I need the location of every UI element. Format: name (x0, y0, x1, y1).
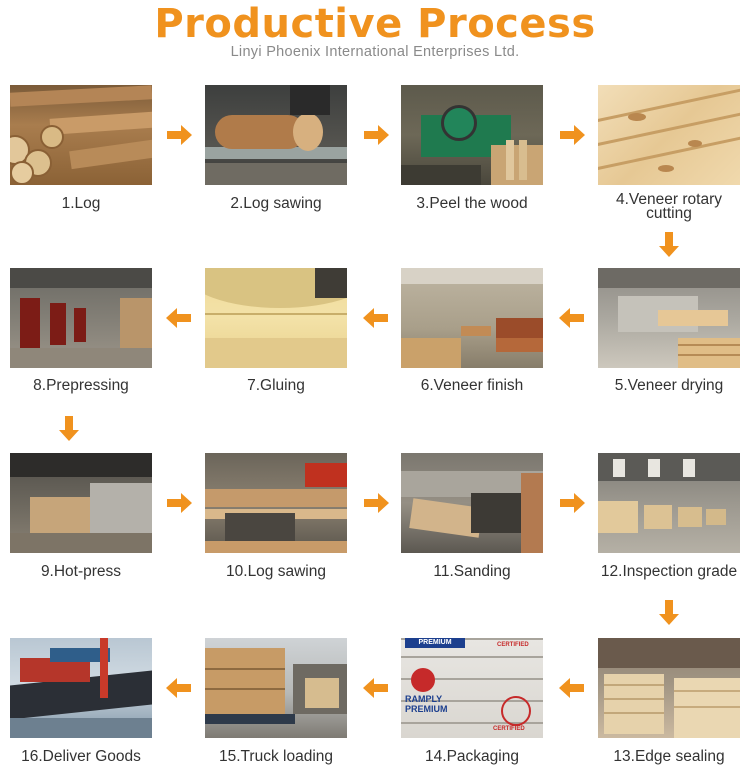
step-log-photo (10, 85, 152, 185)
step-label: 11.Sanding (433, 563, 511, 580)
arrow-down-icon (659, 600, 679, 625)
packaging-certified-top: CERTIFIED (497, 642, 529, 648)
step-label: 16.Deliver Goods (21, 748, 141, 765)
step-veneer-drying-photo (598, 268, 740, 368)
arrow-left-icon (363, 678, 388, 698)
step-label: 3.Peel the wood (416, 195, 528, 212)
step-truck-loading-photo (205, 638, 347, 738)
step-label: 14.Packaging (425, 748, 519, 765)
arrow-down-icon (59, 416, 79, 441)
packaging-brand-line2: PREMIUM (405, 704, 448, 714)
arrow-right-icon (167, 125, 192, 145)
arrow-right-icon (167, 493, 192, 513)
step-log-sawing-photo (205, 85, 347, 185)
step-prepressing-photo (10, 268, 152, 368)
step-log-sawing-2-photo (205, 453, 347, 553)
logo-ram-icon (411, 668, 435, 692)
step-label: 12.Inspection grade (600, 563, 738, 580)
step-sanding-photo (401, 453, 543, 553)
step-label: 9.Hot-press (40, 563, 122, 580)
arrow-left-icon (166, 308, 191, 328)
step-veneer-rotary-photo (598, 85, 740, 185)
step-label: 13.Edge sealing (613, 748, 725, 765)
step-gluing-photo (205, 268, 347, 368)
arrow-left-icon (559, 678, 584, 698)
packaging-brand-top: PREMIUM (405, 638, 465, 648)
step-hot-press-photo (10, 453, 152, 553)
certified-seal-icon (501, 696, 531, 726)
arrow-right-icon (364, 493, 389, 513)
page-title: Productive Process (154, 1, 596, 47)
step-label: 2.Log sawing (230, 195, 322, 212)
arrow-right-icon (560, 493, 585, 513)
arrow-right-icon (560, 125, 585, 145)
step-label: 8.Prepressing (33, 377, 129, 394)
step-peel-wood-photo (401, 85, 543, 185)
step-deliver-goods-photo (10, 638, 152, 738)
arrow-down-icon (659, 232, 679, 257)
step-label: 5.Veneer drying (614, 377, 724, 394)
step-packaging-photo: PREMIUM RAMPLY PREMIUM CERTIFIED CERTIFI… (401, 638, 543, 738)
step-label-text: 4.Veneer rotary cutting (616, 191, 722, 222)
step-label: 10.Log sawing (226, 563, 326, 580)
step-label: 6.Veneer finish (420, 377, 524, 394)
company-subtitle: Linyi Phoenix International Enterprises … (230, 44, 520, 60)
arrow-left-icon (363, 308, 388, 328)
step-veneer-finish-photo (401, 268, 543, 368)
step-label: 7.Gluing (247, 377, 305, 394)
step-label: 4.Veneer rotary cutting (594, 191, 744, 222)
step-edge-sealing-photo (598, 638, 740, 738)
step-label: 15.Truck loading (218, 748, 334, 765)
arrow-right-icon (364, 125, 389, 145)
step-label: 1.Log (61, 195, 101, 212)
arrow-left-icon (559, 308, 584, 328)
arrow-left-icon (166, 678, 191, 698)
packaging-certified: CERTIFIED (493, 726, 525, 732)
packaging-brand-line1: RAMPLY (405, 694, 443, 704)
step-inspection-photo (598, 453, 740, 553)
